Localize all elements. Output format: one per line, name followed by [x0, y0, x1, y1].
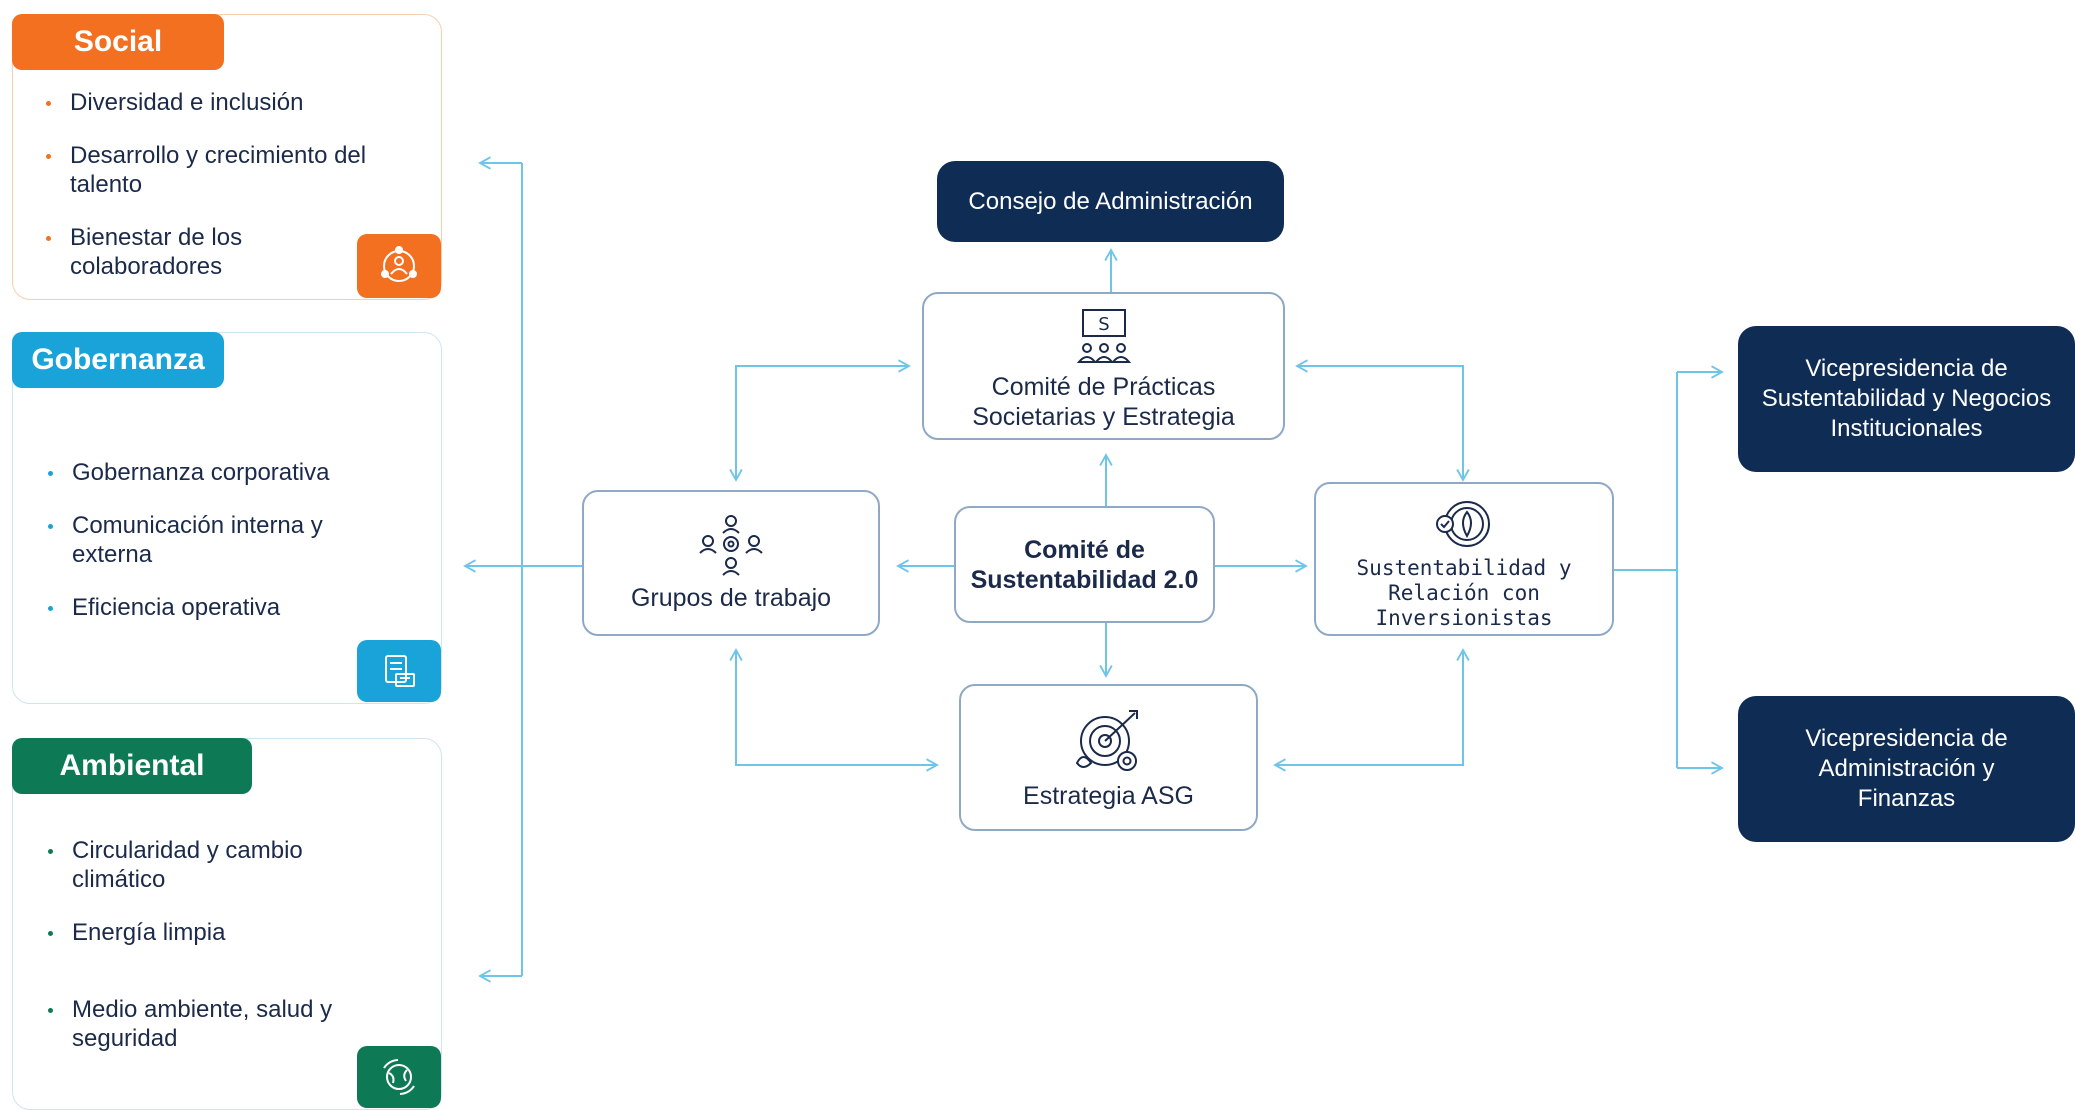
estrategia-node: Estrategia ASG	[959, 684, 1258, 831]
sustentabilidad-label: Sustentabilidad y Relación con Inversion…	[1356, 555, 1572, 630]
team-gear-icon	[696, 513, 766, 583]
list-item: Circularidad y cambio climático	[42, 836, 402, 894]
grupos-label: Grupos de trabajo	[630, 584, 832, 612]
committee-meeting-icon: S	[1073, 308, 1135, 372]
sustainability-icon	[1431, 494, 1497, 556]
vp-administracion-box: Vicepresidencia de Administración y Fina…	[1738, 696, 2075, 842]
social-tab: Social	[12, 14, 224, 70]
svg-text:S: S	[1098, 314, 1109, 335]
comite-node: Comité de Sustentabilidad 2.0	[954, 506, 1215, 623]
list-item: Gobernanza corporativa	[42, 458, 402, 487]
social-list: Diversidad e inclusión Desarrollo y crec…	[40, 88, 400, 305]
list-item: Comunicación interna y externa	[42, 511, 402, 569]
list-item: Diversidad e inclusión	[40, 88, 400, 117]
list-item: Desarrollo y crecimiento del talento	[40, 141, 400, 199]
document-pen-icon	[357, 640, 441, 702]
comite-label: Comité de Sustentabilidad 2.0	[970, 535, 1199, 594]
people-network-icon	[357, 234, 441, 298]
sustentabilidad-node: Sustentabilidad y Relación con Inversion…	[1314, 482, 1614, 636]
list-item: Energía limpia	[42, 918, 402, 947]
list-item: Bienestar de los colaboradores	[40, 223, 400, 281]
ambiental-tab: Ambiental	[12, 738, 252, 794]
practicas-label: Comité de Prácticas Societarias y Estrat…	[972, 373, 1235, 431]
list-item: Medio ambiente, salud y seguridad	[42, 995, 402, 1053]
globe-recycle-icon	[357, 1046, 441, 1108]
practicas-node: S Comité de Prácticas Societarias y Estr…	[922, 292, 1285, 440]
estrategia-label: Estrategia ASG	[1023, 781, 1194, 810]
consejo-box: Consejo de Administración	[937, 161, 1284, 242]
target-gear-icon	[1069, 705, 1149, 781]
list-item: Eficiencia operativa	[42, 593, 402, 622]
gobernanza-list: Gobernanza corporativa Comunicación inte…	[42, 458, 402, 646]
grupos-node: Grupos de trabajo	[582, 490, 880, 636]
vp-sustentabilidad-box: Vicepresidencia de Sustentabilidad y Neg…	[1738, 326, 2075, 472]
ambiental-list: Circularidad y cambio climático Energía …	[42, 836, 402, 1077]
gobernanza-tab: Gobernanza	[12, 332, 224, 388]
